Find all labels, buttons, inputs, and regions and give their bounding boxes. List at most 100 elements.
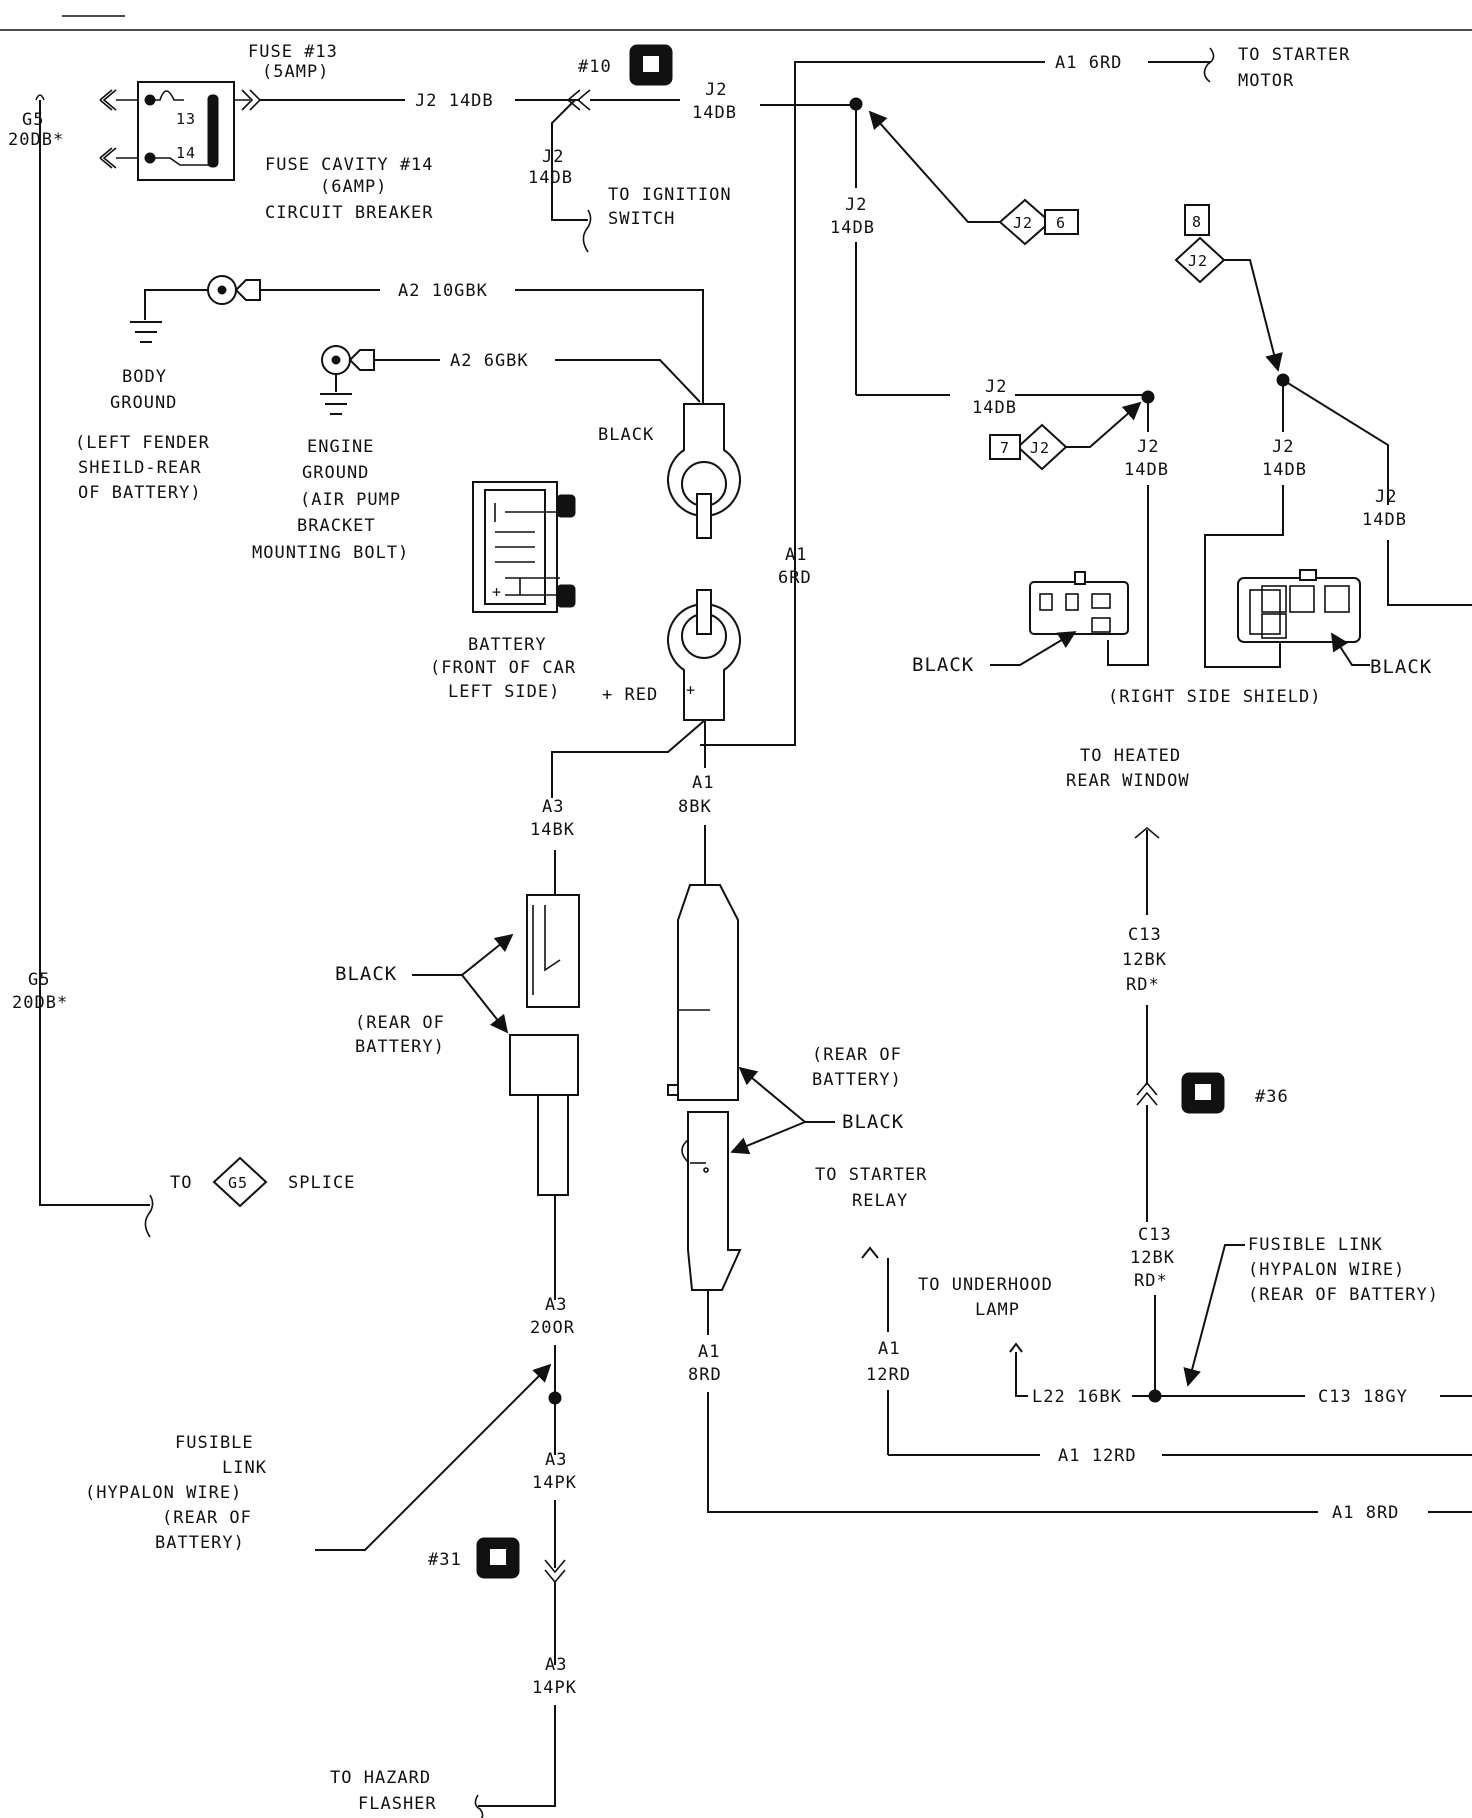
j2-far-gauge: 14DB bbox=[1362, 510, 1407, 530]
c13-bot-gauge: 12BK bbox=[1130, 1248, 1175, 1268]
j2-right-gauge: 14DB bbox=[1262, 460, 1307, 480]
to-ignition-label: TO IGNITION bbox=[608, 185, 732, 205]
fusible-left-2: LINK bbox=[222, 1458, 267, 1478]
engine-ground-4: BRACKET bbox=[297, 516, 376, 536]
c13-18gy-label: C13 18GY bbox=[1318, 1387, 1408, 1407]
a1-12rd-wire: TO UNDERHOOD LAMP A1 12RD A1 12RD bbox=[861, 1246, 1472, 1466]
to-ignition-switch: SWITCH bbox=[608, 209, 675, 229]
rear-of-battery2-1: (REAR OF bbox=[812, 1045, 902, 1065]
g5-left-label: G5 bbox=[28, 970, 50, 990]
a1-8bk-gauge: 8BK bbox=[678, 797, 712, 817]
fusible-right-3: (REAR OF BATTERY) bbox=[1248, 1285, 1439, 1305]
j2-splice-7 bbox=[1016, 423, 1068, 471]
svg-text:+: + bbox=[686, 681, 696, 699]
fusible-right-2: (HYPALON WIRE) bbox=[1248, 1260, 1405, 1280]
svg-text:6: 6 bbox=[1056, 214, 1066, 232]
j2-right-label: J2 bbox=[1272, 437, 1294, 457]
fusible-left-1: FUSIBLE bbox=[175, 1433, 254, 1453]
left-fender-1: (LEFT FENDER bbox=[75, 433, 210, 453]
j2-splice-8 bbox=[1174, 236, 1226, 284]
to-hazard-flasher: FLASHER bbox=[358, 1794, 437, 1814]
l22-label: L22 16BK bbox=[1032, 1387, 1122, 1407]
a3-14pk2-label: A3 bbox=[545, 1655, 567, 1675]
a3-20or-gauge: 20OR bbox=[530, 1318, 575, 1338]
a3-14pk-label: A3 bbox=[545, 1450, 567, 1470]
a1-6rd-v-gauge: 6RD bbox=[778, 568, 812, 588]
j2-rs-gauge: 14DB bbox=[1124, 460, 1169, 480]
red-label: + RED bbox=[602, 685, 658, 705]
j2-top-label: J2 bbox=[705, 80, 727, 100]
svg-text:8: 8 bbox=[1192, 213, 1202, 231]
j2-top-gauge: 14DB bbox=[692, 103, 737, 123]
c36-label: #36 bbox=[1255, 1087, 1289, 1107]
cavity-13: 13 bbox=[176, 110, 196, 128]
black-rear-label: BLACK bbox=[335, 963, 397, 985]
body-ground-label-2: GROUND bbox=[110, 393, 177, 413]
j2-left-gauge: 14DB bbox=[972, 398, 1017, 418]
a1-12rd-v-label: A1 bbox=[878, 1339, 900, 1359]
j2-mid-gauge: 14DB bbox=[830, 218, 875, 238]
a3-20or-label: A3 bbox=[545, 1295, 567, 1315]
a1-8rd-label: A1 bbox=[698, 1342, 720, 1362]
battery-location-2: LEFT SIDE) bbox=[448, 682, 560, 702]
j2-far-label: J2 bbox=[1375, 487, 1397, 507]
g5-wire: G5 20DB* G5 20DB* TO SPLICE G5 bbox=[8, 94, 355, 1238]
to-splice-label: SPLICE bbox=[288, 1173, 355, 1193]
to-underhood-label: TO UNDERHOOD bbox=[918, 1275, 1053, 1295]
j2-fuse-wire: J2 14DB #10 J2 14DB J2 14DB TO IGNITION … bbox=[260, 44, 860, 253]
fuse-13-rating: (5AMP) bbox=[262, 62, 329, 82]
c31-label: #31 bbox=[428, 1550, 462, 1570]
left-fender-2: SHEILD-REAR bbox=[78, 458, 202, 478]
svg-text:J2: J2 bbox=[1188, 252, 1208, 270]
svg-text:7: 7 bbox=[1000, 439, 1010, 457]
svg-text:J2: J2 bbox=[1030, 439, 1050, 457]
left-shield-connector bbox=[1029, 581, 1129, 635]
j2-ign-gauge: 14DB bbox=[528, 168, 573, 188]
black-starter-label: BLACK bbox=[842, 1111, 904, 1133]
fuse-block: 13 14 FUSE #13 (5AMP) FUSE CAVITY #14 (6… bbox=[99, 42, 433, 223]
to-starter-motor: TO STARTER bbox=[1238, 45, 1350, 65]
j2-left-label: J2 bbox=[985, 377, 1007, 397]
fusible-left-5: BATTERY) bbox=[155, 1533, 245, 1553]
engine-ground-5: MOUNTING BOLT) bbox=[252, 543, 409, 563]
c13-top-color: RD* bbox=[1126, 975, 1160, 995]
a3-14pk-gauge: 14PK bbox=[532, 1473, 577, 1493]
ground-wires: A2 10GBK BODY GROUND (LEFT FENDER SHEILD… bbox=[75, 275, 704, 563]
a3-connector: BLACK (REAR OF BATTERY) A3 20OR A3 14PK … bbox=[85, 850, 580, 1818]
j2-fuse-label: J2 14DB bbox=[415, 91, 494, 111]
j2-mid-label: J2 bbox=[845, 195, 867, 215]
j2-splice-6 bbox=[998, 198, 1052, 246]
engine-ground-3: (AIR PUMP bbox=[300, 490, 401, 510]
a1-12rd-v-gauge: 12RD bbox=[866, 1365, 911, 1385]
fuse-13-label: FUSE #13 bbox=[248, 42, 338, 62]
a2-10gbk-label: A2 10GBK bbox=[398, 281, 488, 301]
a1-8rd-h-label: A1 8RD bbox=[1332, 1503, 1399, 1523]
fusible-right-1: FUSIBLE LINK bbox=[1248, 1235, 1383, 1255]
a3-14bk-label: A3 bbox=[542, 797, 564, 817]
black-left-connector: BLACK bbox=[912, 654, 974, 676]
to-splice-to: TO bbox=[170, 1173, 192, 1193]
a1-6rd-wire: A1 6RD TO STARTER MOTOR A1 6RD bbox=[700, 45, 1350, 746]
right-side-shield: (RIGHT SIDE SHIELD) bbox=[1108, 687, 1321, 707]
a3-14bk-gauge: 14BK bbox=[530, 820, 575, 840]
svg-text:J2: J2 bbox=[1013, 214, 1033, 232]
g5-top-label: G5 bbox=[22, 110, 44, 130]
g5-splice-id: G5 bbox=[228, 1174, 248, 1192]
c10-label: #10 bbox=[578, 57, 612, 77]
a3-14pk2-gauge: 14PK bbox=[532, 1678, 577, 1698]
c13-top-gauge: 12BK bbox=[1122, 950, 1167, 970]
j2-rs-label: J2 bbox=[1137, 437, 1159, 457]
battery-assembly: BLACK + BATTERY (FRONT OF CAR LEFT SIDE)… bbox=[430, 403, 741, 840]
svg-text:+: + bbox=[492, 583, 502, 601]
fuse-14-rating: (6AMP) bbox=[320, 177, 387, 197]
to-underhood-lamp: LAMP bbox=[975, 1300, 1020, 1320]
a1-12rd-h-label: A1 12RD bbox=[1058, 1446, 1137, 1466]
battery-location: (FRONT OF CAR bbox=[430, 658, 576, 678]
rear-of-battery-1: (REAR OF bbox=[355, 1013, 445, 1033]
to-heated-label: TO HEATED bbox=[1080, 746, 1181, 766]
right-shield-connector bbox=[1237, 577, 1361, 643]
g5-splice-diamond bbox=[212, 1156, 268, 1208]
rear-of-battery-2: BATTERY) bbox=[355, 1037, 445, 1057]
cavity-14: 14 bbox=[176, 144, 196, 162]
